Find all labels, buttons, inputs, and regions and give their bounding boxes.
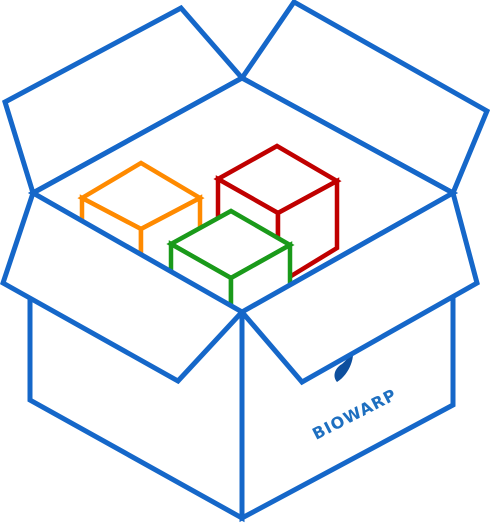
box-flap-front-right xyxy=(238,189,480,386)
box-flap-front-left xyxy=(0,189,246,385)
biowarp-swoosh-logo-icon xyxy=(334,344,354,382)
